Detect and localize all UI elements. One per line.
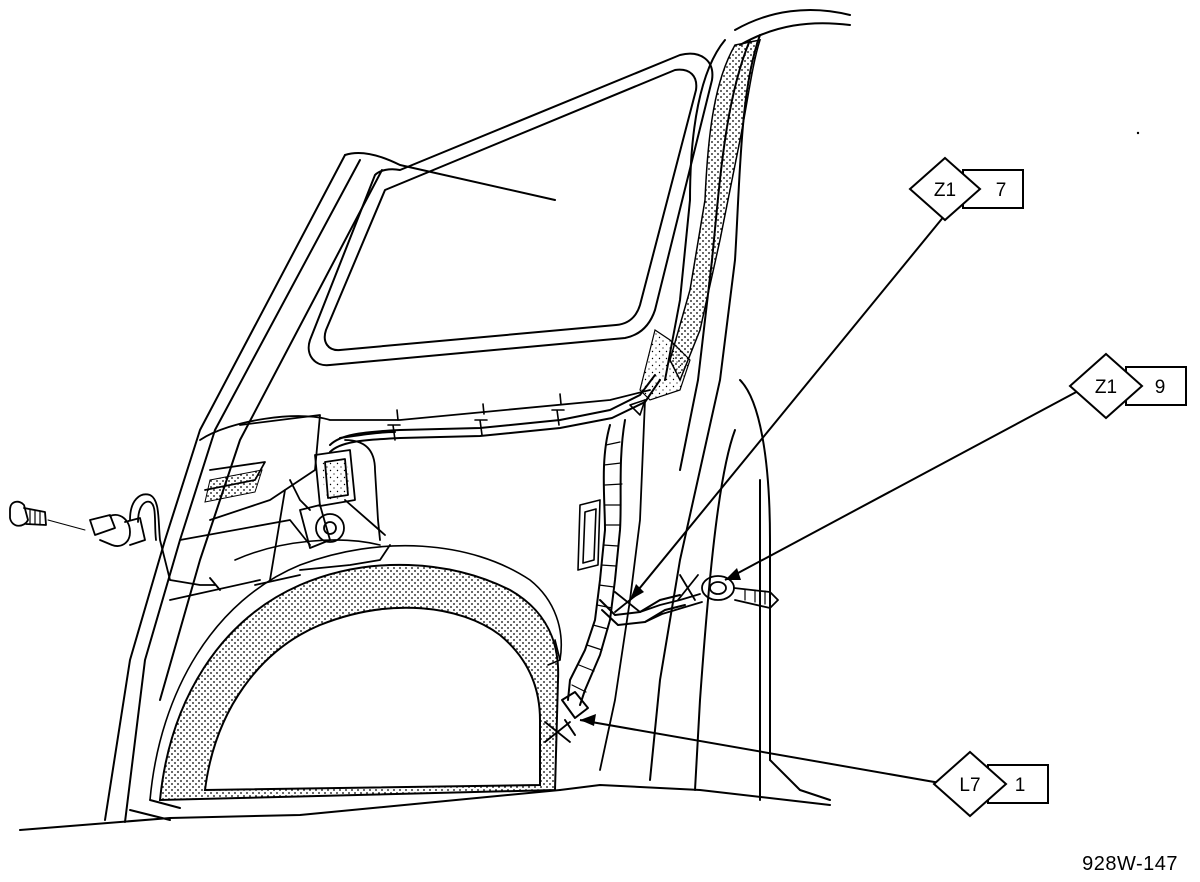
leader-l7-1: [579, 719, 941, 784]
callout-connector-label: Z1: [934, 180, 956, 201]
callout-z1-7: Z1 7: [908, 156, 1024, 222]
callout-l7-1: L7 1: [932, 750, 1049, 818]
motor-assembly: [254, 439, 391, 586]
quarter-window: [307, 52, 714, 367]
callout-number-label: 9: [1155, 377, 1166, 398]
callout-connector-diamond: [932, 750, 1008, 818]
callout-connector-label: L7: [959, 775, 980, 796]
panel-shading: [204, 469, 263, 503]
vehicle-body-outline: [19, 9, 851, 831]
callout-connector-label: Z1: [1095, 377, 1117, 398]
pillar-trim-shading: [669, 39, 762, 382]
figure-id: 928W-147: [1082, 853, 1178, 875]
callout-number-label: 7: [996, 180, 1007, 201]
wheel-well: [149, 539, 562, 802]
callout-number-box: [962, 169, 1024, 209]
callout-leaders: [579, 214, 1081, 784]
callout-connector-diamond: [1068, 352, 1144, 420]
leader-z1-7: [629, 214, 946, 601]
lamp-socket-assembly: [9, 493, 221, 591]
pillar-trim-shading-lower: [639, 329, 691, 401]
callout-connector-diamond: [908, 156, 982, 222]
motor-shading: [322, 458, 350, 500]
callout-z1-9: Z1 9: [1068, 352, 1187, 420]
harness-grommet: [639, 575, 779, 623]
speck: [1136, 131, 1140, 135]
leader-arrowheads: [580, 568, 741, 726]
ground-point-marks: [544, 574, 699, 743]
callout-number-label: 1: [1015, 775, 1026, 796]
harness-clips: [387, 393, 646, 441]
wiring-harness: [329, 374, 686, 736]
side-marker-lamp: [577, 499, 601, 571]
leader-z1-9: [724, 389, 1081, 581]
